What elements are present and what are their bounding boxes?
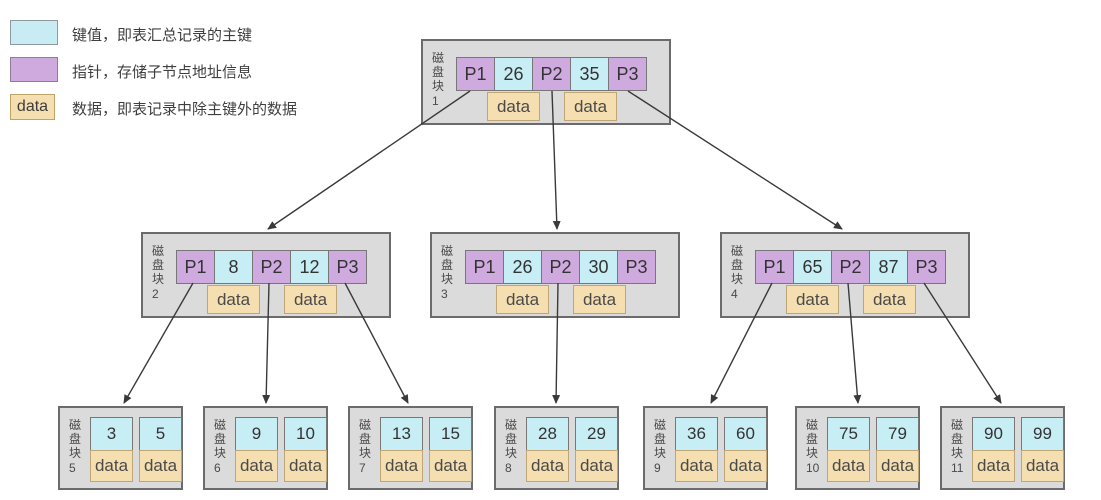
data-cell: data bbox=[284, 450, 327, 482]
block-label: 磁盘块 2 bbox=[152, 244, 165, 302]
block-label: 磁盘块 10 bbox=[806, 418, 820, 476]
key-cell: 30 bbox=[579, 250, 618, 284]
data-cell: data bbox=[429, 450, 472, 482]
key-cell: 79 bbox=[876, 417, 919, 451]
block-label: 磁盘块 4 bbox=[731, 244, 744, 302]
data-cell: data bbox=[827, 450, 870, 482]
block-label: 磁盘块 11 bbox=[951, 418, 964, 476]
block-label: 磁盘块 9 bbox=[654, 418, 667, 476]
block-label: 磁盘块 7 bbox=[359, 418, 372, 476]
key-cell: 10 bbox=[284, 417, 327, 451]
disk-block-7: 磁盘块 7 13 data 15 data bbox=[348, 406, 473, 490]
block-label: 磁盘块 3 bbox=[441, 244, 454, 302]
key-cell: 26 bbox=[503, 250, 542, 284]
key-swatch bbox=[10, 20, 58, 45]
data-cell: data bbox=[207, 285, 260, 314]
data-cell: data bbox=[573, 285, 626, 314]
pointer-cell: P1 bbox=[465, 250, 504, 284]
pointer-cell: P2 bbox=[831, 250, 870, 284]
legend-item-key bbox=[10, 20, 58, 45]
pointer-cell: P2 bbox=[252, 250, 291, 284]
block-label: 磁盘块 1 bbox=[432, 51, 445, 109]
key-cell: 36 bbox=[675, 417, 718, 451]
pointer-cell: P3 bbox=[608, 57, 647, 91]
disk-block-3: 磁盘块 3 P1 26 P2 30 P3 data data bbox=[430, 232, 680, 318]
key-cell: 99 bbox=[1021, 417, 1064, 451]
data-cell: data bbox=[90, 450, 133, 482]
block-label: 磁盘块 6 bbox=[214, 418, 227, 476]
pointer-cell: P2 bbox=[541, 250, 580, 284]
data-cell: data bbox=[724, 450, 767, 482]
disk-block-5: 磁盘块 5 3 data 5 data bbox=[58, 406, 183, 490]
data-cell: data bbox=[863, 285, 916, 314]
key-cell: 29 bbox=[575, 417, 618, 451]
data-cell: data bbox=[496, 285, 549, 314]
data-cell: data bbox=[1021, 450, 1064, 482]
pointer-cell: P1 bbox=[755, 250, 794, 284]
data-swatch: data bbox=[10, 94, 55, 120]
pointer-cell: P3 bbox=[328, 250, 367, 284]
disk-block-6: 磁盘块 6 9 data 10 data bbox=[203, 406, 328, 490]
legend-item-data: data bbox=[10, 94, 55, 120]
pointer-cell: P3 bbox=[617, 250, 656, 284]
key-cell: 26 bbox=[494, 57, 533, 91]
key-cell: 90 bbox=[972, 417, 1015, 451]
data-cell: data bbox=[284, 285, 337, 314]
key-cell: 13 bbox=[380, 417, 423, 451]
legend-key-label: 键值，即表汇总记录的主键 bbox=[72, 27, 253, 44]
key-cell: 9 bbox=[235, 417, 278, 451]
disk-block-10: 磁盘块 10 75 data 79 data bbox=[795, 406, 920, 490]
data-cell: data bbox=[972, 450, 1015, 482]
disk-block-1: 磁盘块 1 P1 26 P2 35 P3 data data bbox=[421, 39, 671, 125]
legend-pointer-label: 指针，存储子节点地址信息 bbox=[72, 64, 253, 81]
data-cell: data bbox=[526, 450, 569, 482]
data-cell: data bbox=[380, 450, 423, 482]
pointer-cell: P1 bbox=[456, 57, 495, 91]
disk-block-11: 磁盘块 11 90 data 99 data bbox=[940, 406, 1065, 490]
key-cell: 5 bbox=[139, 417, 182, 451]
data-cell: data bbox=[575, 450, 618, 482]
key-cell: 35 bbox=[570, 57, 609, 91]
block-label: 磁盘块 5 bbox=[69, 418, 82, 476]
key-cell: 15 bbox=[429, 417, 472, 451]
data-cell: data bbox=[235, 450, 278, 482]
pointer-cell: P1 bbox=[176, 250, 215, 284]
pointer-swatch bbox=[10, 57, 58, 82]
pointer-cell: P3 bbox=[907, 250, 946, 284]
key-cell: 8 bbox=[214, 250, 253, 284]
key-cell: 87 bbox=[869, 250, 908, 284]
key-cell: 60 bbox=[724, 417, 767, 451]
data-cell: data bbox=[139, 450, 182, 482]
data-cell: data bbox=[675, 450, 718, 482]
disk-block-9: 磁盘块 9 36 data 60 data bbox=[643, 406, 768, 490]
key-cell: 12 bbox=[290, 250, 329, 284]
data-cell: data bbox=[487, 92, 540, 121]
data-cell: data bbox=[876, 450, 919, 482]
block-label: 磁盘块 8 bbox=[505, 418, 518, 476]
legend-data-label: 数据，即表记录中除主键外的数据 bbox=[72, 101, 298, 118]
key-cell: 28 bbox=[526, 417, 569, 451]
disk-block-4: 磁盘块 4 P1 65 P2 87 P3 data data bbox=[720, 232, 970, 318]
key-cell: 65 bbox=[793, 250, 832, 284]
pointer-cell: P2 bbox=[532, 57, 571, 91]
legend-item-pointer bbox=[10, 57, 58, 82]
disk-block-8: 磁盘块 8 28 data 29 data bbox=[494, 406, 619, 490]
data-cell: data bbox=[564, 92, 617, 121]
key-cell: 3 bbox=[90, 417, 133, 451]
key-cell: 75 bbox=[827, 417, 870, 451]
disk-block-2: 磁盘块 2 P1 8 P2 12 P3 data data bbox=[141, 232, 391, 318]
data-cell: data bbox=[786, 285, 839, 314]
